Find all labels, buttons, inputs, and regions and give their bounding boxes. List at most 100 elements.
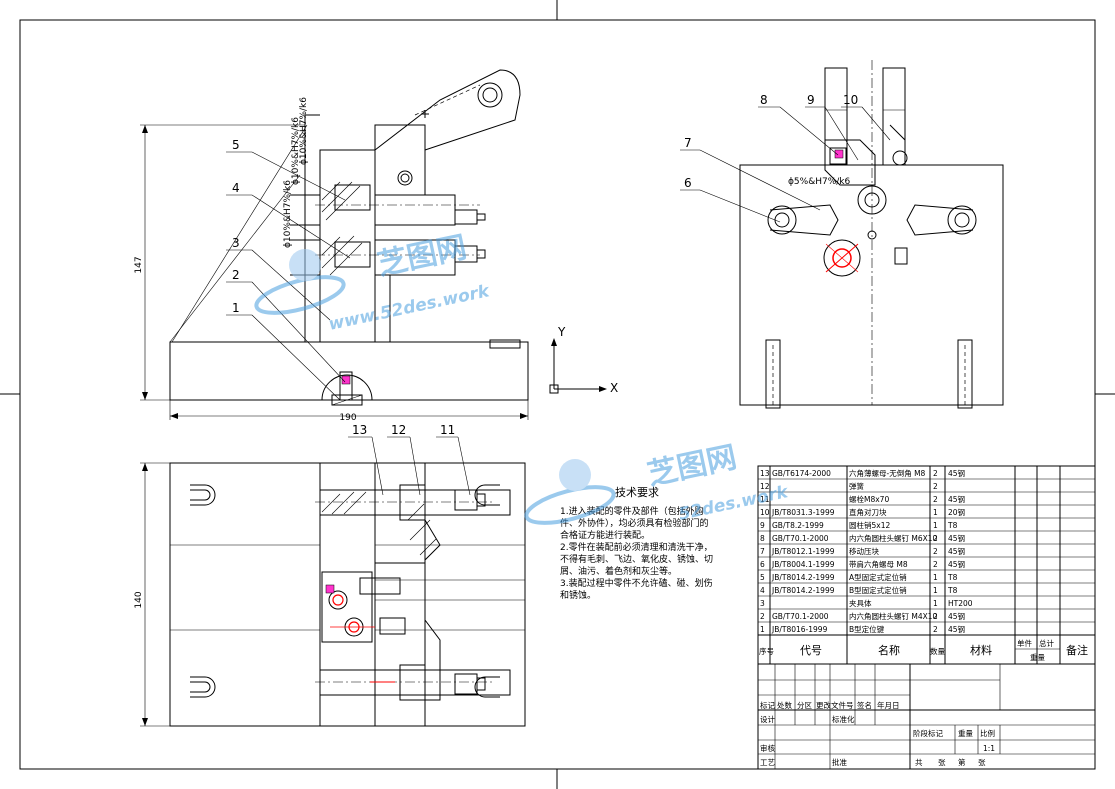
bom-header-code: 代号: [800, 644, 822, 657]
tb-stage-mark: 阶段标记: [913, 728, 943, 738]
bom-cell-no: 3: [760, 599, 765, 608]
bom-cell-mat: HT200: [948, 599, 973, 608]
dim-top-height: 140: [134, 591, 144, 608]
bom-cell-mat: 45钢: [948, 494, 965, 504]
title-block: 标记 处数 分区 更改文件号 签名 年月日 设计 标准化 阶段标记 重量 比例 …: [757, 663, 1096, 770]
balloon-6: 6: [684, 176, 692, 190]
bom-cell-mat: T8: [947, 521, 958, 530]
bom-cell-code: GB/T6174-2000: [772, 469, 831, 478]
bom-cell-name: 内六角圆柱头螺钉 M4X10: [849, 611, 938, 621]
balloon-8: 8: [760, 93, 768, 107]
balloon-13: 13: [352, 423, 367, 437]
tech-requirements: 技术要求 1.进入装配的零件及部件（包括外购 件、外协件），均必须具有检验部门的…: [560, 486, 713, 601]
balloon-10: 10: [843, 93, 858, 107]
bom-cell-name: 圆柱销5x12: [849, 520, 890, 530]
tb-sheet-no: 第: [958, 757, 966, 767]
bom-cell-no: 8: [760, 534, 765, 543]
bom-cell-mat: 45钢: [948, 533, 965, 543]
tech-line-4: 2.零件在装配前必须清理和清洗干净，: [560, 541, 713, 553]
tb-scale: 比例: [980, 728, 995, 738]
bom-cell-code: JB/T8014.2-1999: [771, 573, 835, 582]
tb-count: 处数: [777, 700, 792, 710]
balloon-12: 12: [391, 423, 406, 437]
tb-sign: 签名: [857, 700, 872, 710]
bom-cell-no: 5: [760, 573, 765, 582]
front-view: 147 190 ϕ10%&H7%/k6 ϕ10%&H7%/k6 ϕ10%&H7%…: [134, 69, 529, 423]
bom-cell-name: A型固定式定位销: [849, 572, 907, 582]
bom-header-note: 备注: [1066, 643, 1088, 657]
balloon-5: 5: [232, 138, 240, 152]
bom-cell-qty: 1: [933, 508, 938, 517]
tb-process: 工艺: [760, 758, 775, 767]
bom-cell-qty: 2: [933, 560, 938, 569]
bom-cell-no: 10: [760, 508, 770, 517]
tech-line-7: 3.装配过程中零件不允许磕、碰、划伤: [560, 577, 713, 589]
tb-weight: 重量: [958, 729, 973, 738]
bom-cell-no: 11: [760, 495, 770, 504]
bom-cell-qty: 1: [933, 586, 938, 595]
bom-cell-qty: 2: [933, 612, 938, 621]
balloon-11: 11: [440, 423, 455, 437]
bom-cell-no: 13: [760, 469, 770, 478]
side-view: 8 9 10 7 6 ϕ5%&H7%/k6: [680, 60, 1004, 409]
tech-line-2: 件、外协件），均必须具有检验部门的: [560, 517, 709, 529]
tb-sheets-total: 共: [915, 758, 923, 767]
bom-cell-qty: 1: [933, 599, 938, 608]
bom-cell-name: B型定位键: [849, 624, 885, 634]
bom-cell-qty: 2: [933, 534, 938, 543]
bom-header-total: 总计: [1039, 638, 1055, 648]
bom-cell-name: 移动压块: [849, 546, 879, 556]
tb-approve: 批准: [832, 757, 847, 767]
tb-standard: 标准化: [832, 714, 855, 724]
dim-side-fit: ϕ5%&H7%/k6: [788, 177, 851, 187]
bom-header-no: 序号: [759, 646, 774, 656]
bom-cell-code: JB/T8016-1999: [771, 625, 828, 634]
tb-zone: 分区: [797, 701, 812, 710]
bom-cell-name: B型固定式定位销: [849, 585, 907, 595]
bom-cell-no: 1: [760, 625, 765, 634]
bom-cell-mat: 45钢: [948, 468, 965, 478]
bom-header: 序号 代号 名称 数量 材料 单件 总计 重量 备注: [759, 638, 1088, 662]
bom-header-name: 名称: [878, 643, 900, 657]
bom-cell-no: 2: [760, 612, 765, 621]
tech-line-8: 和锈蚀。: [560, 589, 596, 601]
bom-cell-no: 12: [760, 482, 770, 491]
bom-header-qty: 数量: [930, 646, 945, 656]
bom-cell-name: 直角对刀块: [849, 507, 887, 517]
balloon-1: 1: [232, 301, 240, 315]
bom-cell-code: GB/T70.1-2000: [772, 534, 829, 543]
bom-cell-code: JB/T8012.1-1999: [771, 547, 835, 556]
watermark-url-2: 52des.work: [677, 482, 791, 525]
bom-cell-mat: 45钢: [948, 611, 965, 621]
bom-cell-no: 6: [760, 560, 765, 569]
tb-change-doc: 更改文件号: [816, 700, 854, 710]
tech-line-3: 合格证方能进行装配。: [560, 529, 650, 541]
dim-width: 190: [339, 413, 356, 423]
axis-y-label: Y: [557, 325, 566, 339]
bom-cell-mat: 20钢: [948, 507, 965, 517]
tb-review: 审核: [760, 743, 775, 753]
bom-header-unit: 单件: [1017, 638, 1033, 648]
bom-cell-qty: 2: [933, 482, 938, 491]
bom-cell-qty: 1: [933, 521, 938, 530]
bom-cell-code: JB/T8031.3-1999: [771, 508, 835, 517]
tb-design: 设计: [760, 714, 775, 724]
dim-height: 147: [134, 256, 144, 273]
dim-fit-2: ϕ10%&H7%/k6: [291, 117, 301, 185]
tb-date: 年月日: [877, 700, 900, 710]
bom-cell-no: 4: [760, 586, 765, 595]
balloon-2: 2: [232, 268, 240, 282]
bom-cell-name: 螺栓M8x70: [849, 494, 889, 504]
axis-x-label: X: [610, 381, 618, 395]
bom-cell-code: GB/T70.1-2000: [772, 612, 829, 621]
tech-line-1: 1.进入装配的零件及部件（包括外购: [560, 505, 704, 517]
bom-cell-name: 带肩六角螺母 M8: [849, 559, 908, 569]
dim-fit-3: ϕ10%&H7%/k6: [299, 97, 309, 165]
tb-scale-val: 1:1: [983, 744, 995, 753]
tech-title: 技术要求: [615, 486, 659, 499]
tech-line-6: 屑、油污、着色剂和灰尘等。: [560, 565, 677, 577]
bom-cell-name: 内六角圆柱头螺钉 M6X10: [849, 533, 938, 543]
